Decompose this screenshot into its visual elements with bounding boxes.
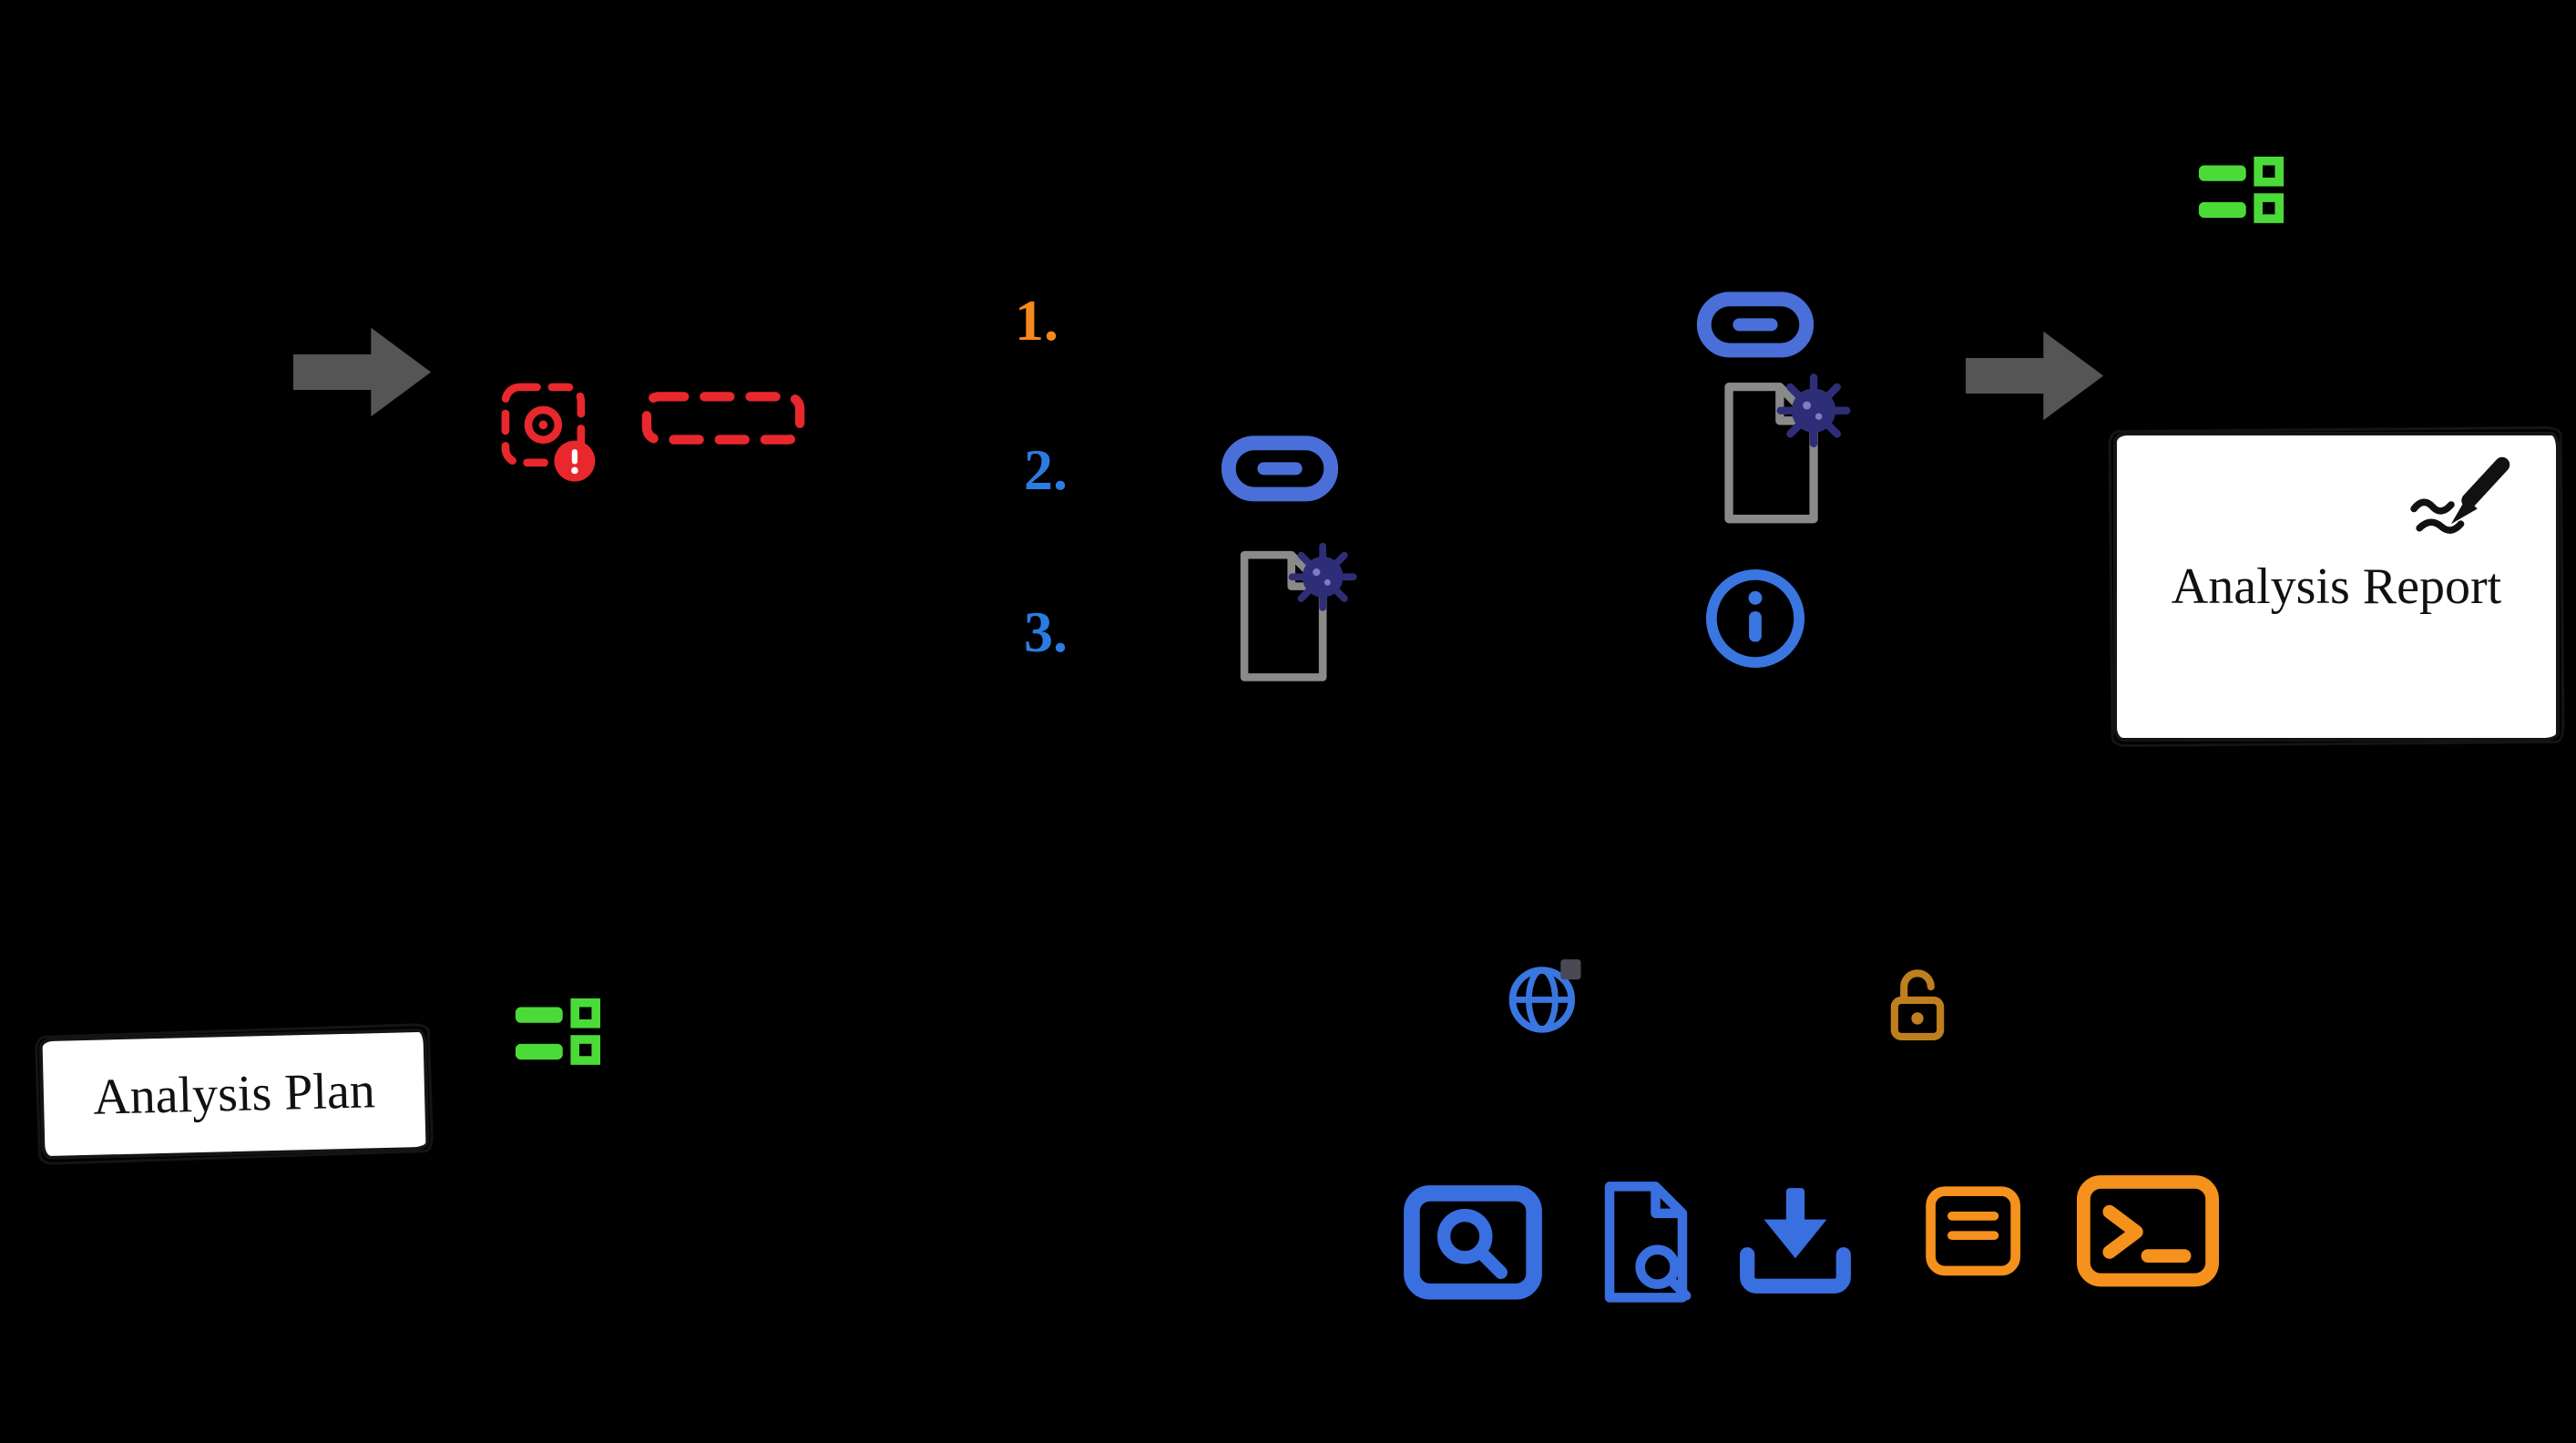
step-3-label: 3.	[1024, 599, 1068, 664]
step-2-label: 2.	[1024, 437, 1068, 502]
link-icon	[1696, 288, 1814, 362]
step-1-label: 1.	[1015, 288, 1058, 353]
link-icon	[1221, 432, 1339, 506]
redaction-dashed-box	[641, 390, 805, 446]
analysis-report-label: Analysis Report	[2171, 558, 2502, 615]
analysis-report-box: Analysis Report	[2113, 432, 2560, 742]
malware-file-icon	[1222, 539, 1357, 690]
tasks-icon	[514, 997, 601, 1070]
script-icon	[1918, 1182, 2035, 1288]
malware-file-icon	[1705, 370, 1851, 533]
info-icon	[1703, 567, 1807, 670]
download-icon	[1736, 1184, 1855, 1299]
globe-icon	[1505, 955, 1589, 1039]
arrow-right-icon	[1966, 322, 2108, 429]
analysis-plan-box: Analysis Plan	[38, 1028, 430, 1161]
analysis-plan-label: Analysis Plan	[92, 1062, 376, 1126]
preview-icon	[1403, 1184, 1543, 1301]
unlock-icon	[1884, 964, 1951, 1048]
terminal-icon	[2077, 1173, 2219, 1288]
tasks-icon	[2197, 155, 2285, 229]
file-search-icon	[1590, 1179, 1702, 1305]
pen-icon	[2406, 454, 2510, 542]
scan-alert-icon	[499, 381, 603, 485]
arrow-right-icon	[293, 319, 435, 425]
